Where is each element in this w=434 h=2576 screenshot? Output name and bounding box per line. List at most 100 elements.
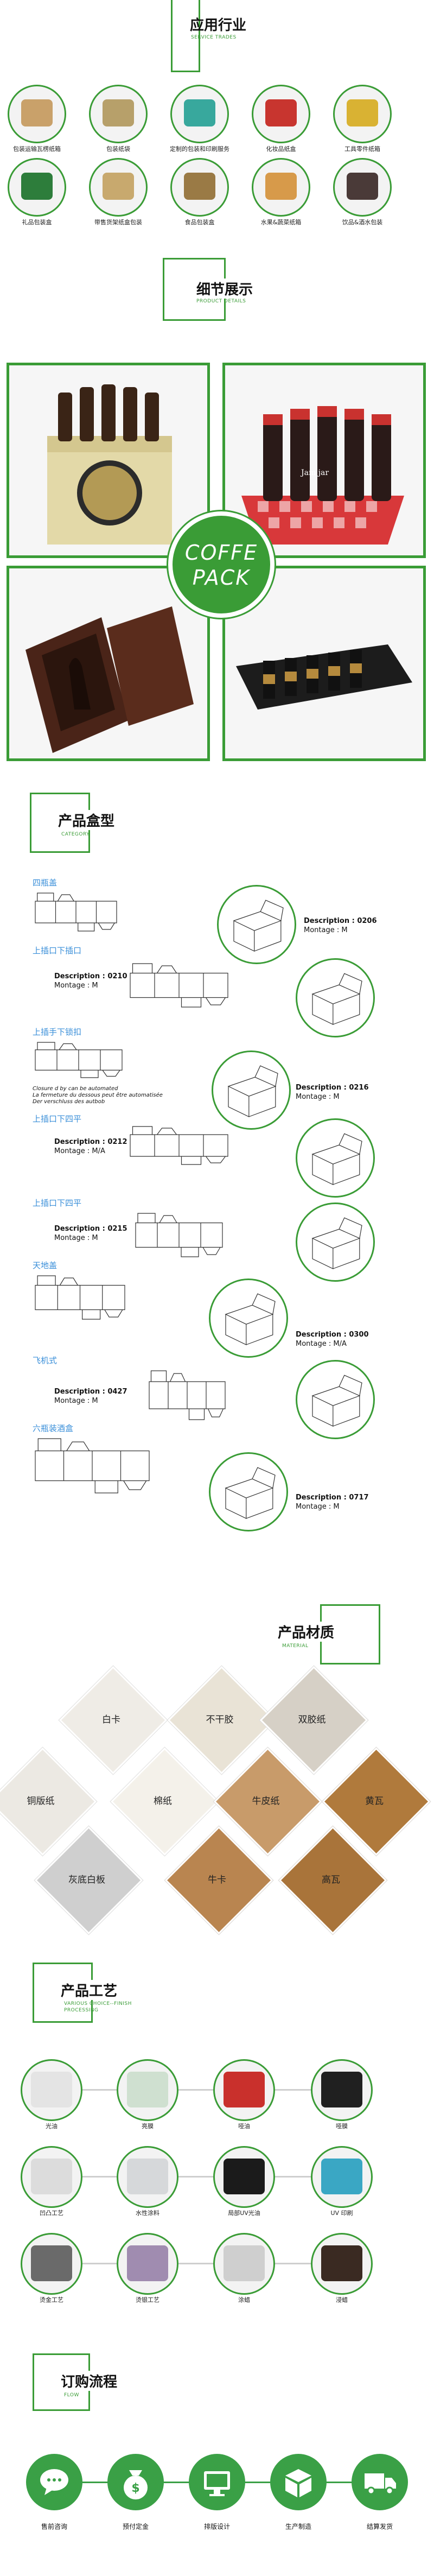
trade-image-circle <box>333 158 392 217</box>
box-type-label: 天地盖 <box>33 1261 58 1270</box>
box-3d-drawing <box>311 973 362 1025</box>
box-3d-drawing <box>233 900 284 952</box>
process-sample-image <box>224 2072 265 2107</box>
flow-subtitle: FLOW <box>64 2393 79 2398</box>
process-connector-line <box>52 2089 342 2091</box>
process-sample-image <box>224 2245 265 2281</box>
trade-label: 带售货架纸盒包装 <box>94 219 142 226</box>
trades-title: 应用行业 <box>190 17 247 34</box>
monitor-icon <box>204 2471 230 2496</box>
process-image-circle <box>213 2146 275 2208</box>
flow-title: 订购流程 <box>59 2371 120 2391</box>
closure-note: La fermeture du dessous peut être automa… <box>33 1092 163 1098</box>
box-dieline <box>130 963 228 1008</box>
material-label: 不干胶 <box>206 1714 234 1725</box>
money-bag-icon: $ <box>124 2470 148 2499</box>
process-image-circle <box>311 2059 373 2121</box>
header-frame <box>171 0 200 72</box>
box-type-label: 上插口下四平 <box>33 1114 82 1124</box>
description-code: Description : 0215 <box>54 1225 127 1233</box>
trade-image-circle <box>89 158 148 217</box>
flow-steps: 售前咨询$预付定金排版设计生产制造结算发货 <box>0 2454 434 2562</box>
process-image-circle <box>21 2146 82 2208</box>
box-3d-drawing <box>225 1467 276 1519</box>
svg-text:$: $ <box>131 2482 139 2495</box>
montage-code: Montage : M <box>54 982 98 990</box>
category-subtitle: CATEGORY <box>61 832 90 837</box>
box-3d-circle <box>296 1360 375 1439</box>
montage-code: Montage : M <box>54 1234 98 1242</box>
box-dieline <box>35 1042 123 1078</box>
description-code: Description : 0300 <box>296 1331 369 1339</box>
process-label: 亮膜 <box>142 2123 154 2130</box>
box-3d-drawing <box>311 1375 362 1427</box>
trade-label: 定制的包装和印刷服务 <box>170 145 229 153</box>
trades-subtitle: SERVICE TRADES <box>191 35 237 40</box>
flow-step-label: 生产制造 <box>285 2523 311 2530</box>
process-image-circle <box>311 2233 373 2295</box>
trade-label: 礼品包装盒 <box>22 219 52 226</box>
process-sample-image <box>31 2159 72 2194</box>
process-sample-image <box>127 2072 168 2107</box>
category-title: 产品盒型 <box>56 810 117 830</box>
flow-step-circle <box>270 2454 327 2510</box>
trade-label: 饮品&酒水包装 <box>342 219 383 226</box>
process-sample-image <box>321 2159 362 2194</box>
process-image-circle <box>21 2233 82 2295</box>
logo-line-1: COFFE <box>184 541 258 565</box>
trade-image-circle <box>170 85 229 143</box>
trade-product-image <box>21 99 53 126</box>
process-sample-image <box>127 2245 168 2281</box>
details-header: 细节展示 PRODUCT DETAILS <box>163 258 282 328</box>
material-header: 产品材质 MATERIAL <box>260 1604 401 1675</box>
process-sample-image <box>127 2159 168 2194</box>
trade-product-image <box>21 173 53 200</box>
box-3d-drawing <box>227 1065 278 1117</box>
description-code: Description : 0206 <box>304 917 377 925</box>
trade-product-image <box>265 173 297 200</box>
details-title: 细节展示 <box>194 279 256 299</box>
trade-product-image <box>347 173 378 200</box>
montage-code: Montage : M <box>54 1397 98 1405</box>
description-code: Description : 0216 <box>296 1084 369 1092</box>
trade-product-image <box>265 99 297 126</box>
flow-step-label: 结算发货 <box>366 2523 393 2530</box>
box-3d-drawing <box>311 1133 362 1185</box>
material-label: 灰底白板 <box>68 1875 105 1885</box>
description-code: Description : 0427 <box>54 1388 127 1396</box>
trade-image-circle <box>8 85 66 143</box>
process-image-circle <box>117 2059 178 2121</box>
flow-step-label: 售前咨询 <box>41 2523 67 2530</box>
trade-image-circle <box>252 85 310 143</box>
detail-photo-wine-box <box>7 566 210 761</box>
montage-code: Montage : M <box>296 1503 340 1511</box>
materials-grid: 白卡不干胶双胶纸铜版纸棉纸牛皮纸黄瓦灰底白板牛卡高瓦 <box>0 1666 434 1934</box>
box-dieline <box>35 1275 125 1320</box>
process-label: 局部UV光油 <box>228 2210 260 2217</box>
description-code: Description : 0717 <box>296 1493 369 1502</box>
process-sample-image <box>224 2159 265 2194</box>
details-subtitle: PRODUCT DETAILS <box>196 299 246 304</box>
material-label: 高瓦 <box>322 1875 340 1885</box>
trade-label: 水果&蔬菜纸箱 <box>260 219 302 226</box>
process-sample-image <box>321 2072 362 2107</box>
flow-step-circle <box>352 2454 408 2510</box>
flow-step-circle <box>26 2454 82 2510</box>
process-image-circle <box>117 2146 178 2208</box>
trade-image-circle <box>8 158 66 217</box>
process-label: 凹凸工艺 <box>40 2210 63 2217</box>
trade-image-circle <box>333 85 392 143</box>
closure-note: Der verschluss des autbob <box>33 1099 105 1105</box>
material-title: 产品材质 <box>276 1622 337 1642</box>
flow-step-label: 排版设计 <box>203 2523 230 2530</box>
box-type-label: 六瓶装酒盒 <box>33 1423 74 1433</box>
process-connector-line <box>52 2263 342 2264</box>
trade-product-image <box>184 173 215 200</box>
trade-image-circle <box>252 158 310 217</box>
trade-image-circle <box>170 158 229 217</box>
box-3d-circle <box>296 1202 375 1282</box>
box-type-label: 四瓶盖 <box>33 878 58 888</box>
